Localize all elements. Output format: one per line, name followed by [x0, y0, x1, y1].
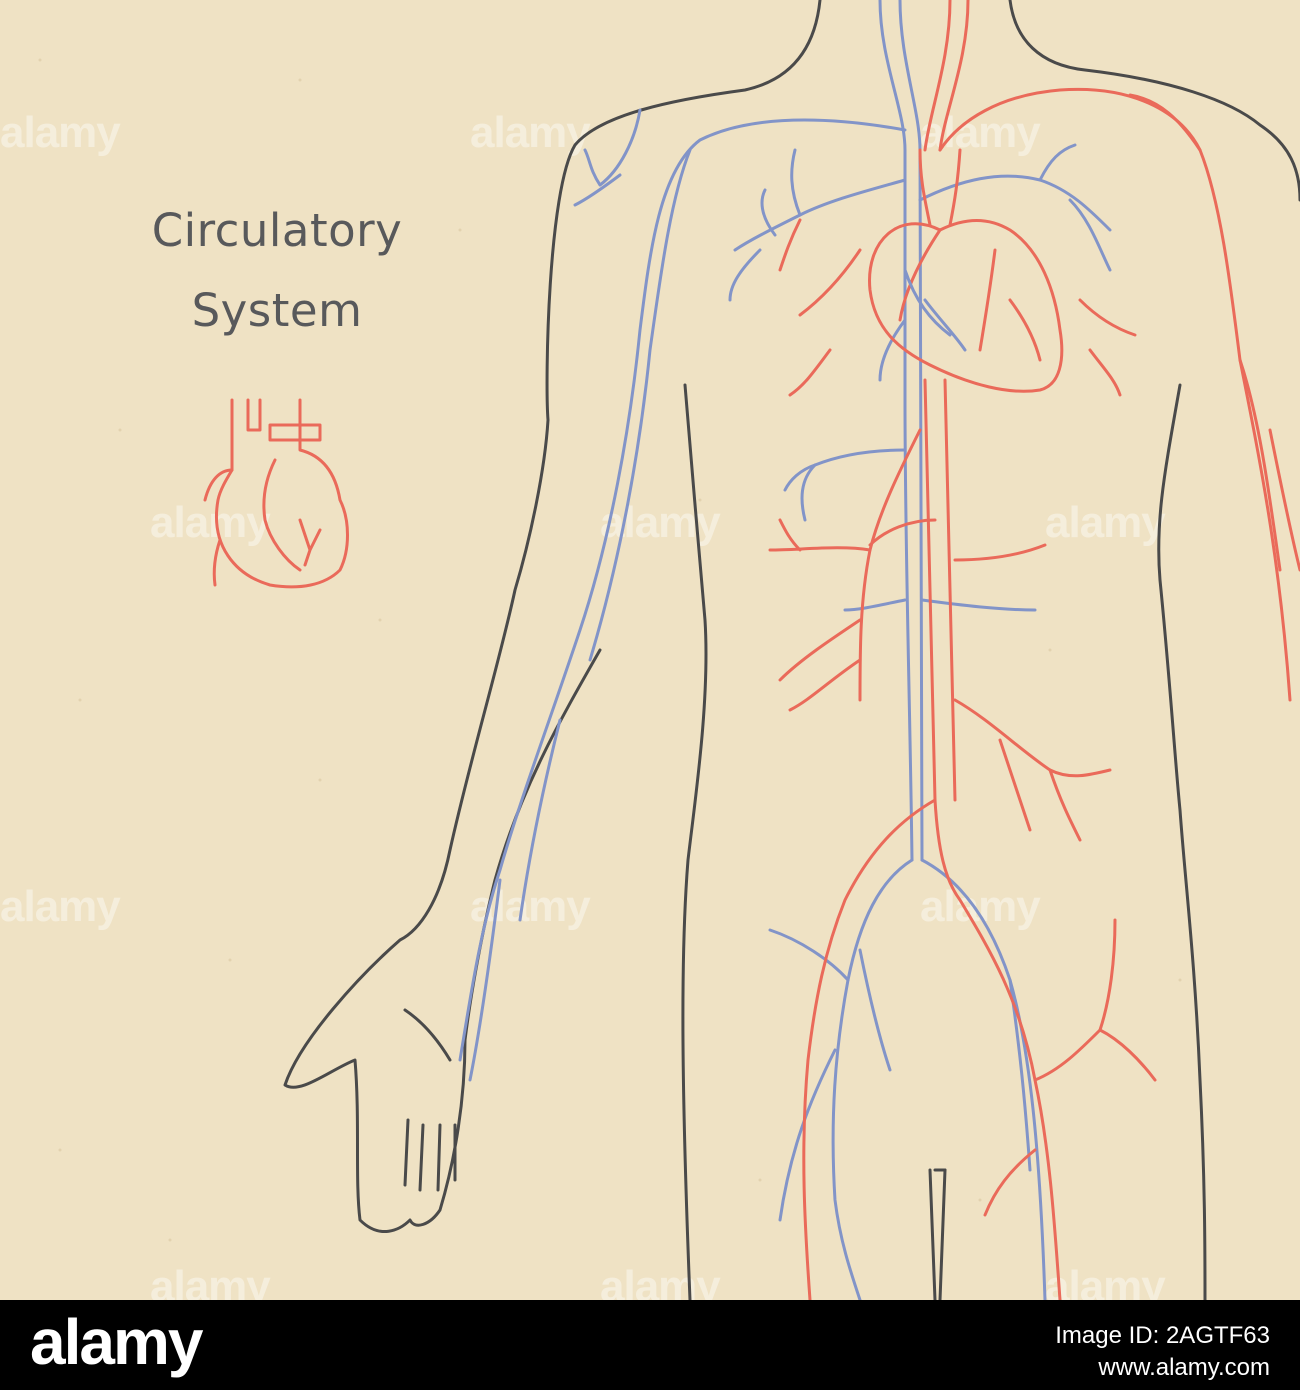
heart-icon [203, 398, 349, 589]
circulatory-system-illustration: alamy alamy alamy alamy alamy alamy alam… [0, 0, 1300, 1300]
arteries [768, 0, 1300, 1300]
footer-bar: alamy Image ID: 2AGTF63 www.alamy.com [0, 1300, 1300, 1390]
heart-veins-overlay [903, 268, 967, 352]
site-link[interactable]: www.alamy.com [1098, 1354, 1270, 1382]
image-id-block: Image ID: 2AGTF63 www.alamy.com [1055, 1320, 1270, 1385]
brand-logo: alamy [30, 1306, 203, 1378]
anatomy-drawing [38, 0, 1300, 1300]
image-id-label: Image ID: 2AGTF63 [1055, 1322, 1270, 1349]
veins [458, 0, 1112, 1300]
body-outline [283, 0, 1300, 1300]
title-line-1: Circulatory [151, 204, 403, 257]
paper-texture [38, 58, 1182, 1242]
heart-illustration [868, 148, 1064, 393]
title-line-2: System [191, 284, 363, 337]
